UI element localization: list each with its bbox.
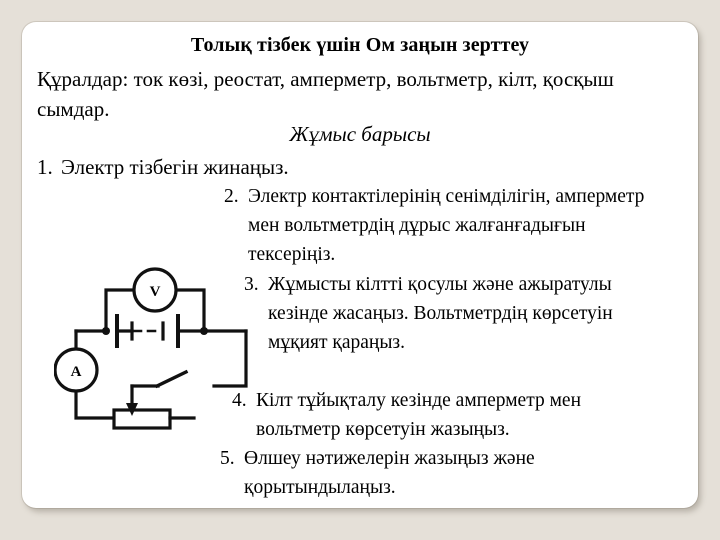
circuit-wires: [74, 288, 248, 430]
ammeter-label: A: [71, 364, 82, 380]
step-item-1: 1. Электр тізбегін жинаңыз.: [37, 155, 289, 180]
voltmeter-label: V: [150, 284, 161, 300]
ammeter-symbol: [54, 347, 99, 393]
wire-voltmeter-left: [104, 288, 136, 333]
step-number-2: 2.: [224, 186, 239, 207]
slide-content: Толық тізбек үшін Ом заңын зерттеу Құрал…: [22, 22, 698, 508]
step-number-5: 5.: [220, 448, 235, 469]
wire-to-switch-right: [212, 329, 248, 388]
step-text-1: Электр тізбегін жинаңыз.: [61, 155, 289, 179]
section-subtitle: Жұмыс барысы: [289, 122, 431, 146]
step-item-4: 4. Кілт тұйықталу кезінде амперметр мен …: [232, 386, 662, 444]
wire-voltmeter-right: [174, 288, 206, 333]
step-number-1: 1.: [37, 155, 53, 179]
step-item-2: 2. Электр контактілерінің сенімділігін, …: [224, 182, 654, 269]
step-text-2: Электр контактілерінің сенімділігін, амп…: [248, 186, 645, 265]
junction-dot-left: [102, 327, 110, 335]
step-text-5: Өлшеу нәтижелерін жазыңыз және қорытынды…: [244, 448, 535, 498]
step-item-3: 3. Жұмысты кілтті қосулы және ажыратулы …: [244, 270, 664, 357]
switch-blade: [154, 369, 189, 389]
voltmeter-symbol: [132, 267, 178, 313]
page-title: Толық тізбек үшін Ом заңын зерттеу: [190, 34, 530, 56]
step-text-3: Жұмысты кілтті қосулы және ажыратулы кез…: [268, 274, 613, 353]
step-number-4: 4.: [232, 390, 247, 411]
circuit-diagram: V A: [54, 250, 269, 440]
junction-dot-right: [200, 327, 208, 335]
rheostat-arrow-head: [126, 403, 138, 416]
slide-card: Толық тізбек үшін Ом заңын зерттеу Құрал…: [22, 22, 698, 508]
rheostat-body: [112, 408, 172, 430]
circuit-diagram-svg: V A: [54, 267, 248, 430]
step-number-3: 3.: [244, 274, 259, 295]
step-text-4: Кілт тұйықталу кезінде амперметр мен вол…: [256, 390, 582, 440]
materials-paragraph: Құралдар: ток көзі, реостат, амперметр, …: [37, 67, 614, 121]
step-item-5: 5. Өлшеу нәтижелерін жазыңыз және қорыты…: [220, 444, 660, 502]
